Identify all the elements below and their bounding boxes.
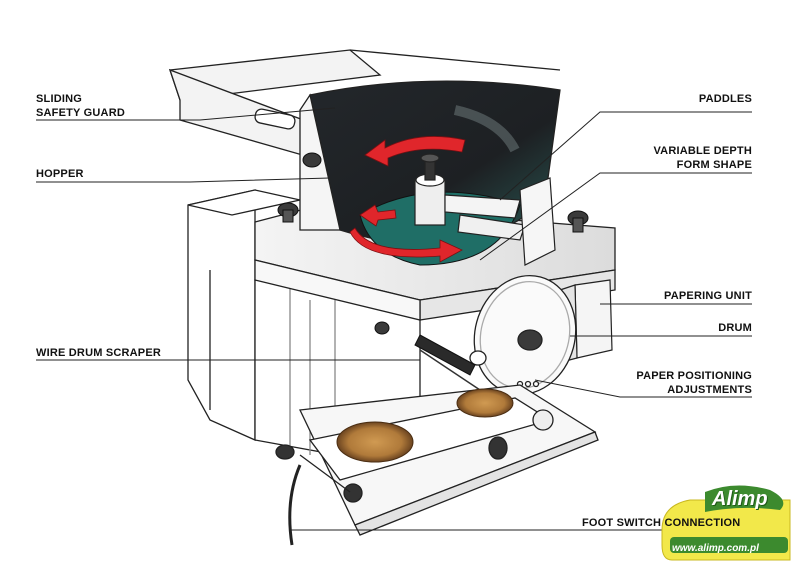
label-paper-positioning: PAPER POSITIONING	[636, 370, 752, 382]
label-hopper: HOPPER	[36, 168, 84, 180]
drum-disc	[469, 274, 577, 396]
patties	[336, 388, 514, 463]
label-drum: DRUM	[718, 322, 752, 334]
adjustment-knobs	[277, 152, 589, 335]
alimp-badge	[661, 485, 791, 561]
label-sliding: SLIDING	[36, 93, 83, 105]
label-form-shape: FORM SHAPE	[676, 159, 752, 171]
alimp-logo-text: Alimp	[712, 488, 768, 510]
label-papering-unit: PAPERING UNIT	[664, 290, 752, 302]
label-adjustments: ADJUSTMENTS	[667, 384, 752, 396]
label-variable-depth: VARIABLE DEPTH	[653, 145, 752, 157]
foot-switch-cable	[288, 464, 302, 546]
alimp-url: www.alimp.com.pl	[672, 543, 759, 554]
conveyor	[275, 384, 599, 536]
label-wire-drum-scraper: WIRE DRUM SCRAPER	[36, 347, 162, 359]
paddle-assembly	[414, 153, 556, 266]
label-paddles: PADDLES	[698, 93, 752, 105]
label-foot-switch: FOOT SWITCH CONNECTION	[582, 517, 741, 529]
label-safety-guard: SAFETY GUARD	[36, 107, 125, 119]
